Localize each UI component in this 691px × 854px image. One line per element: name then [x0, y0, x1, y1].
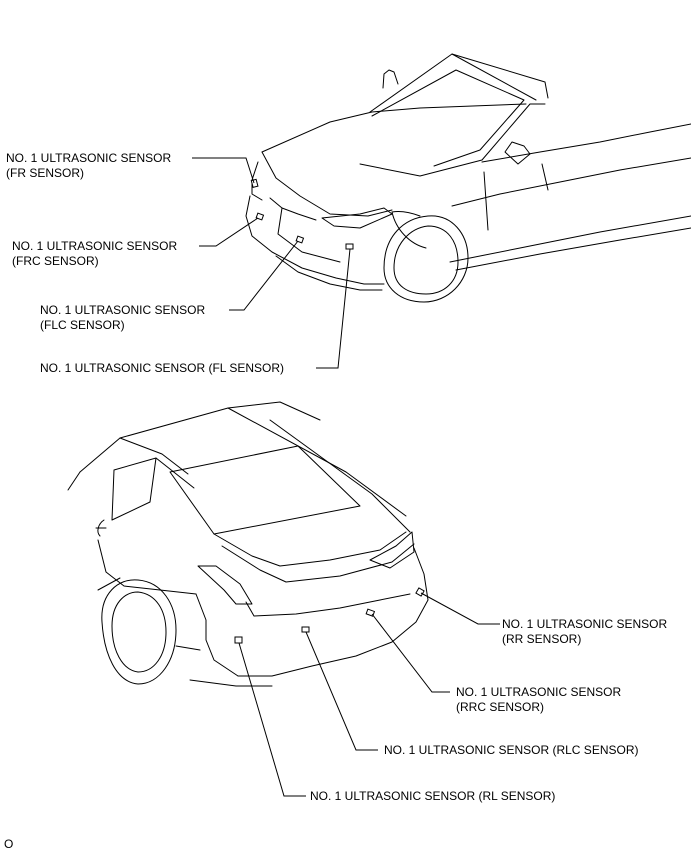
- rrc-sensor-label: NO. 1 ULTRASONIC SENSOR (RRC SENSOR): [456, 685, 621, 715]
- flc-sensor-label-line1: NO. 1 ULTRASONIC SENSOR: [40, 303, 206, 317]
- rear-vehicle-illustration: [67, 401, 429, 687]
- rr-sensor-mark: [415, 587, 425, 597]
- rl-sensor-label: NO. 1 ULTRASONIC SENSOR (RL SENSOR): [310, 789, 556, 803]
- frc-sensor-label-line2: (FRC SENSOR): [12, 254, 99, 268]
- front-vehicle-illustration: [245, 53, 691, 303]
- flc-sensor-label-line2: (FLC SENSOR): [40, 318, 125, 332]
- fl-leader-line: [316, 248, 351, 369]
- rr-leader-line: [420, 592, 500, 625]
- rrc-sensor-label-line1: NO. 1 ULTRASONIC SENSOR: [456, 685, 622, 699]
- figure-code: O: [4, 837, 14, 851]
- frc-sensor-label: NO. 1 ULTRASONIC SENSOR (FRC SENSOR): [12, 239, 177, 269]
- fr-sensor-label-line1: NO. 1 ULTRASONIC SENSOR: [6, 151, 172, 165]
- rlc-sensor-mark: [301, 626, 310, 633]
- fr-leader-line: [192, 157, 255, 184]
- fr-sensor-label: NO. 1 ULTRASONIC SENSOR (FR SENSOR): [6, 151, 171, 181]
- rrc-sensor-label-line2: (RRC SENSOR): [456, 700, 545, 714]
- frc-leader-line: [199, 217, 259, 247]
- flc-leader-line: [229, 240, 299, 311]
- frc-sensor-label-line1: NO. 1 ULTRASONIC SENSOR: [12, 239, 178, 253]
- rr-sensor-label-line1: NO. 1 ULTRASONIC SENSOR: [502, 617, 668, 631]
- rlc-sensor-label: NO. 1 ULTRASONIC SENSOR (RLC SENSOR): [384, 743, 639, 757]
- fl-sensor-label: NO. 1 ULTRASONIC SENSOR (FL SENSOR): [40, 361, 285, 375]
- fr-sensor-label-line2: (FR SENSOR): [6, 166, 84, 180]
- rr-sensor-label: NO. 1 ULTRASONIC SENSOR (RR SENSOR): [502, 617, 667, 647]
- fr-sensor-mark: [250, 178, 259, 188]
- rr-sensor-label-line2: (RR SENSOR): [502, 632, 582, 646]
- rl-leader-line: [238, 642, 306, 797]
- rl-sensor-mark: [234, 636, 243, 644]
- rrc-leader-line: [371, 613, 450, 693]
- fl-sensor-mark: [345, 243, 354, 250]
- rlc-leader-line: [305, 631, 378, 751]
- flc-sensor-label: NO. 1 ULTRASONIC SENSOR (FLC SENSOR): [40, 303, 205, 333]
